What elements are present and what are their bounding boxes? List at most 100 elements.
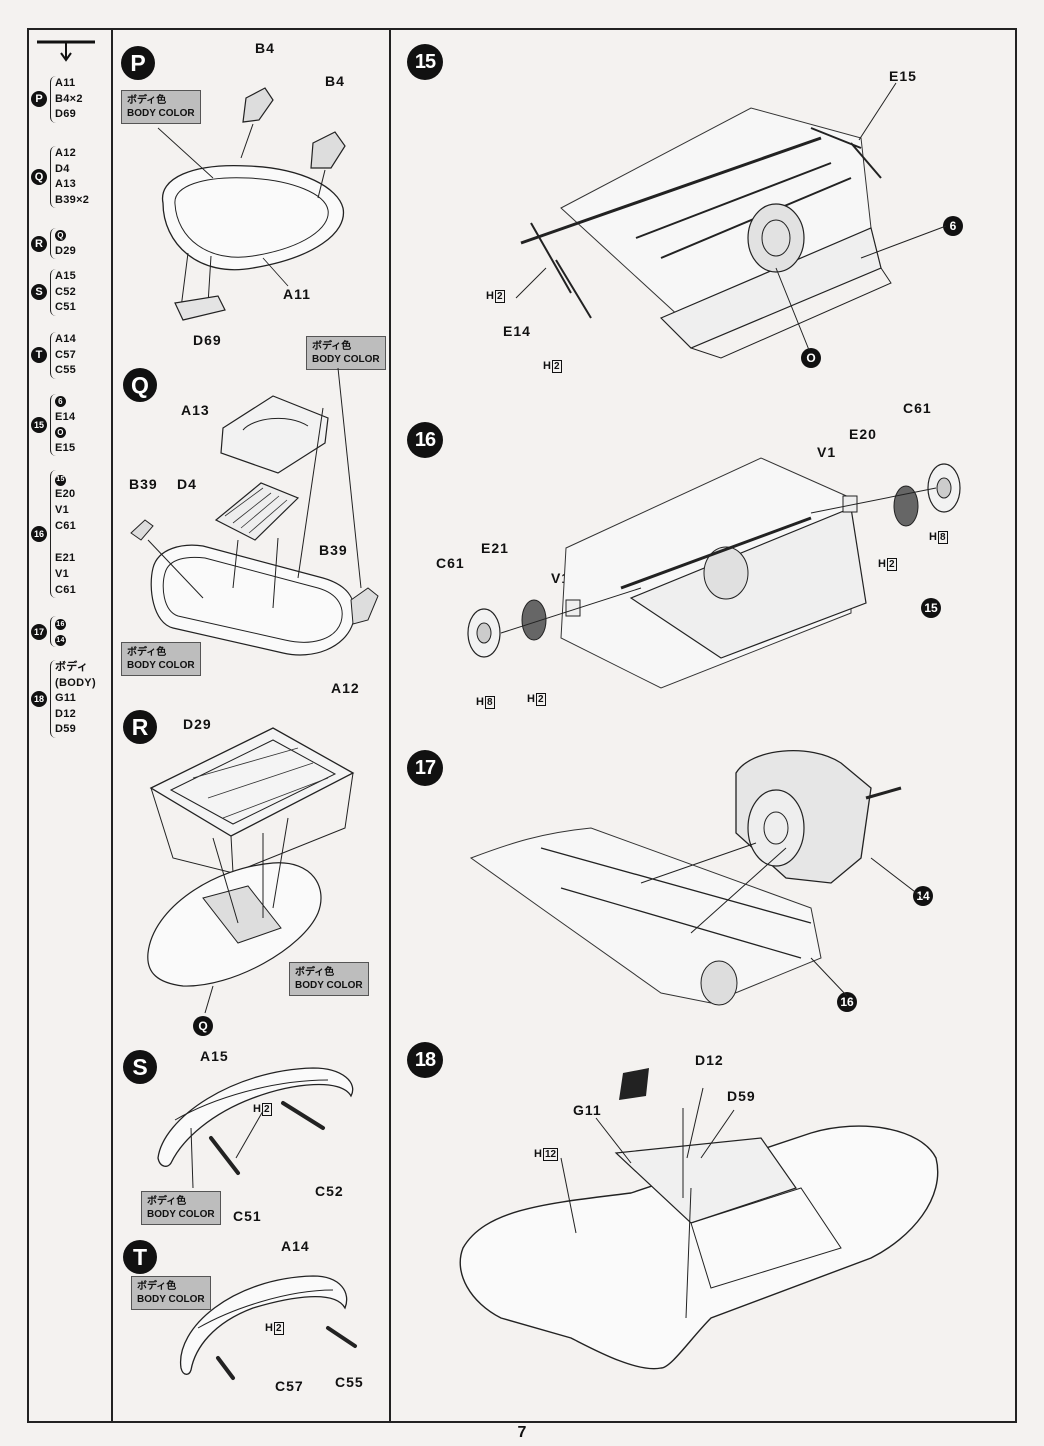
index-part: C61 (55, 520, 77, 532)
step-p-badge: P (121, 46, 155, 80)
index-part: O (55, 425, 75, 441)
index-part: ボディ (55, 661, 89, 673)
step-16-badge: 16 (407, 422, 443, 458)
index-part: 6 (55, 394, 75, 410)
seat-drawing-q (113, 28, 391, 728)
label-a14: A14 (281, 1238, 310, 1254)
frame-drawing-r (113, 28, 391, 1028)
index-part: Q (55, 228, 76, 244)
label-b39: B39 (129, 476, 158, 492)
index-badge: 15 (31, 417, 47, 433)
ref-badge: 14 (55, 634, 66, 646)
index-part: E21 (55, 552, 76, 564)
index-part: B39×2 (55, 193, 90, 206)
step-18-badge: 18 (407, 1042, 443, 1078)
ref-6-badge: 6 (943, 216, 963, 236)
label-b4: B4 (255, 40, 275, 56)
rear-axle-drawing-15 (391, 28, 1017, 398)
chassis-engine-drawing-17 (391, 28, 1017, 1028)
index-group-s: S A15 C52 C51 (31, 269, 76, 316)
index-part: E14 (55, 410, 76, 423)
index-parts: 16 14 (50, 616, 66, 647)
label-c61: C61 (436, 555, 465, 571)
index-part: A12 (55, 147, 77, 159)
step-15-badge: 15 (407, 44, 443, 80)
index-parts: Q D29 (50, 228, 76, 259)
index-part: D69 (55, 108, 77, 120)
bumper-drawing-s (113, 28, 391, 1248)
index-parts: A15 C52 C51 (50, 269, 76, 316)
index-badge: 18 (31, 690, 47, 707)
index-group-p: P A11 B4×2 D69 (31, 76, 83, 123)
index-part: V1 (55, 504, 70, 516)
index-badge: R (31, 235, 47, 252)
index-parts: 15 E20 V1 C61 E21 V1 C61 (50, 470, 76, 598)
index-group-q: Q A12 D4 A13 B39×2 (31, 146, 89, 208)
index-group-18: 18 ボディ (BODY) G11 D12 D59 (31, 660, 96, 738)
label-c61: C61 (903, 400, 932, 416)
index-part: A14 (55, 333, 77, 345)
tray-drawing-p (113, 28, 391, 368)
step-r-badge: R (123, 710, 157, 744)
index-part: 14 (55, 632, 66, 648)
index-badge: T (31, 347, 47, 364)
index-parts: ボディ (BODY) G11 D12 D59 (50, 660, 96, 738)
index-part: C51 (55, 301, 77, 313)
index-part: B4×2 (55, 92, 83, 105)
label-a15: A15 (200, 1048, 229, 1064)
t-bar-icon (27, 28, 113, 68)
index-part: D29 (55, 244, 77, 257)
index-part: C57 (55, 348, 77, 361)
label-c57: C57 (275, 1378, 304, 1394)
page-number: 7 (517, 1424, 527, 1441)
index-badge: 17 (31, 623, 47, 640)
index-part: 15 (55, 470, 76, 486)
label-e20: E20 (849, 426, 877, 442)
label-d69: D69 (193, 332, 222, 348)
index-badge: P (31, 91, 47, 108)
index-part: (BODY) (55, 676, 96, 689)
index-group-15: 15 6 E14 O E15 (31, 394, 75, 456)
index-part: A15 (55, 270, 77, 282)
label-e14: E14 (503, 323, 531, 339)
label-e21: E21 (481, 540, 509, 556)
index-group-16: 16 15 E20 V1 C61 E21 V1 C61 (31, 470, 76, 598)
index-part: 16 (55, 616, 66, 632)
label-b39: B39 (319, 542, 348, 558)
ref-badge: 6 (55, 396, 66, 408)
label-g11: G11 (573, 1102, 602, 1118)
index-badge: Q (31, 169, 47, 185)
index-group-t: T A14 C57 C55 (31, 332, 76, 379)
label-d4: D4 (177, 476, 197, 492)
index-badge: 16 (31, 526, 47, 542)
index-part: D59 (55, 723, 77, 735)
label-c55: C55 (335, 1374, 364, 1390)
label-d29: D29 (183, 716, 212, 732)
ref-badge: O (55, 427, 66, 439)
wheel-hub-drawing-16 (391, 28, 1017, 728)
index-part: C52 (55, 285, 77, 298)
ref-15-badge: 15 (921, 598, 941, 618)
ref-14-badge: 14 (913, 886, 933, 906)
index-part: A11 (55, 77, 76, 89)
body-drawing-18 (391, 1068, 1017, 1423)
bumper-drawing-t (113, 28, 391, 1423)
label-d59: D59 (727, 1088, 756, 1104)
label-c51: C51 (233, 1208, 262, 1224)
label-c52: C52 (315, 1183, 344, 1199)
ref-badge: 15 (55, 474, 66, 486)
index-badge: S (31, 284, 47, 301)
label-e15: E15 (889, 68, 917, 84)
index-group-17: 17 16 14 (31, 616, 66, 647)
index-part: C61 (55, 584, 77, 596)
index-part: E15 (55, 441, 76, 454)
